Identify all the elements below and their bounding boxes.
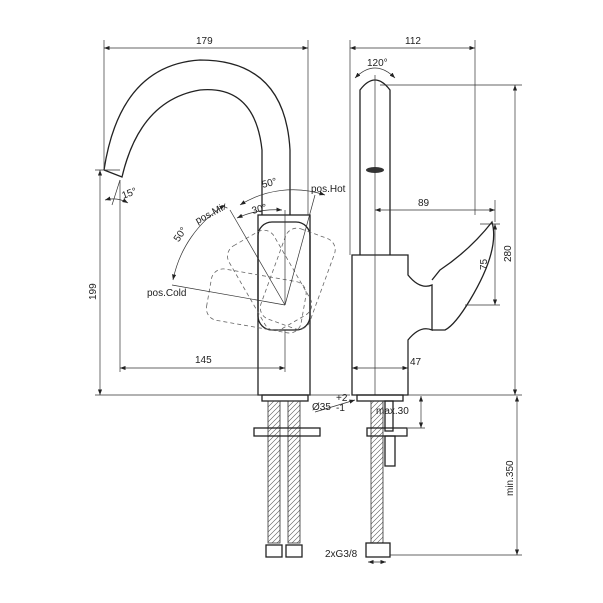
hose-length-label: min.350 [505,460,516,496]
hole-tol-minus: -1 [336,403,345,414]
side-view: 120° 112 280 89 75 47 Ø35 +2 -1 max.30 [312,36,522,565]
handle-pos-hot [259,227,336,330]
hose-side [370,400,384,544]
pos-cold-label: pos.Cold [147,288,186,299]
handle-pos-cold [205,268,307,334]
hole-diameter-label: Ø35 [312,402,331,413]
total-height-label: 280 [503,245,514,262]
lever-height-label: 75 [479,258,490,270]
body-label: 47 [410,357,422,368]
height-label: 199 [88,283,99,300]
front-view: 50° 50° 30° pos.Cold pos.Mix pos.Hot 179… [88,36,350,558]
swivel-label: 120° [367,58,388,69]
hose-right [287,400,301,544]
body-side [351,254,433,396]
reach-label: 145 [195,355,212,366]
tilt-angle-label: 15° [120,186,138,202]
lever-reach-label: 89 [418,198,430,209]
mounting-plate [253,427,321,437]
spout [103,59,291,215]
handle-pos-mix [227,229,313,331]
angle-cold-label: 50° [172,225,190,244]
connection-label: 2xG3/8 [325,549,358,560]
depth-label: 112 [405,36,421,47]
handle [257,221,311,331]
pos-hot-label: pos.Hot [311,184,346,195]
lever-side [431,220,495,331]
hole-tol-plus: +2 [336,393,348,404]
max-thickness-label: max.30 [376,406,409,417]
pos-mix-label: pos.Mix [194,201,230,227]
width-label: 179 [196,36,213,47]
hose-left [267,400,281,544]
angle-hot-label: 50° [261,176,278,191]
angle-mix-label: 30° [251,202,268,217]
